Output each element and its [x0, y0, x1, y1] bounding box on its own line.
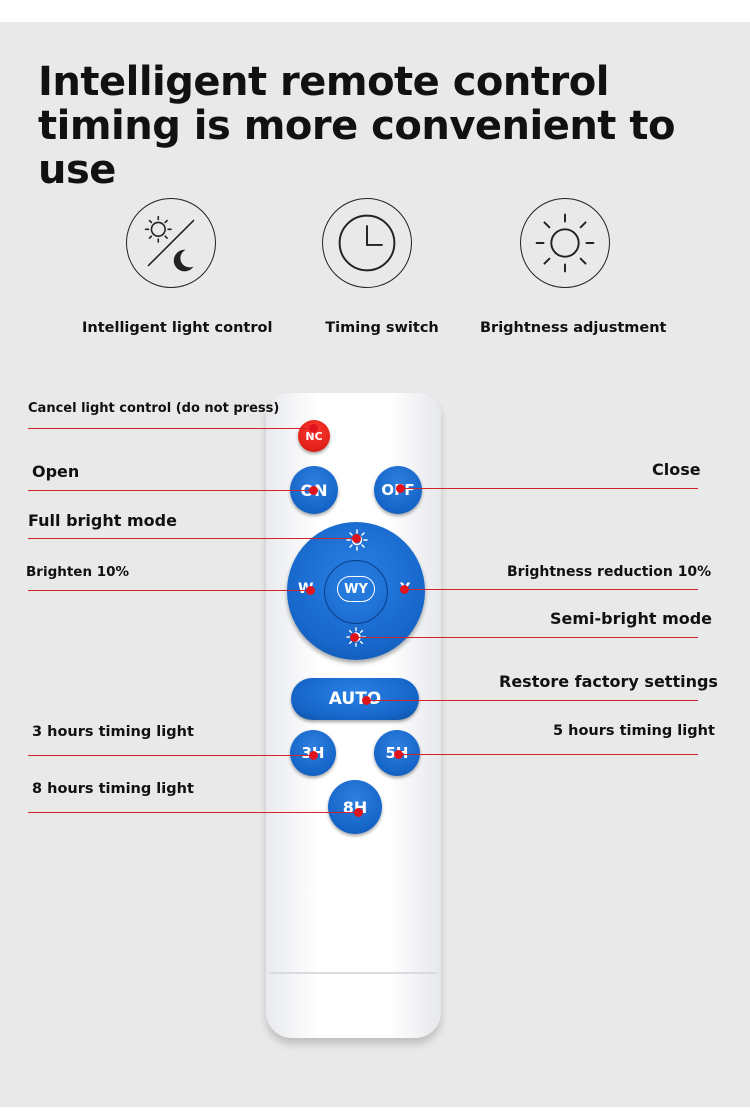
- feature-label-brightness: Brightness adjustment: [480, 320, 667, 336]
- sun-icon: [520, 198, 610, 288]
- callout-5-hours: 5 hours timing light: [553, 723, 715, 739]
- callout-dot-brighten: [305, 585, 315, 595]
- callout-8-hours: 8 hours timing light: [32, 781, 194, 797]
- callout-line-semi-bright: [354, 637, 698, 638]
- callout-line-3-hours: [28, 755, 313, 756]
- 8h-button[interactable]: 8H: [328, 780, 382, 834]
- callout-dot-on: [308, 485, 318, 495]
- callout-full-bright: Full bright mode: [28, 511, 177, 530]
- callout-3-hours: 3 hours timing light: [32, 724, 194, 740]
- callout-dot-semi-bright: [349, 632, 359, 642]
- nc-button-label: NC: [305, 429, 323, 443]
- callout-brightness-reduction: Brightness reduction 10%: [507, 564, 712, 580]
- callout-line-open: [28, 490, 313, 491]
- callout-dot-auto: [361, 695, 371, 705]
- callout-line-full-bright: [28, 538, 356, 539]
- feature-label-timing-switch: Timing switch: [325, 320, 439, 336]
- callout-close: Close: [652, 460, 701, 479]
- callout-line-5-hours: [398, 754, 698, 755]
- auto-button-label: AUTO: [328, 689, 382, 709]
- callout-semi-bright: Semi-bright mode: [550, 609, 713, 628]
- callout-dot-3h: [308, 750, 318, 760]
- wy-center-button[interactable]: [324, 560, 388, 624]
- callout-dot-5h: [393, 749, 403, 759]
- callout-cancel: Cancel light control (do not press): [28, 401, 280, 416]
- callout-brighten: Brighten 10%: [26, 564, 130, 580]
- callout-dot-off: [395, 483, 405, 493]
- sun-moon-icon: [126, 198, 216, 288]
- auto-button[interactable]: AUTO: [291, 678, 419, 720]
- wy-center-ring: WY: [337, 576, 375, 602]
- callout-restore: Restore factory settings: [499, 672, 718, 691]
- callout-dot-full-bright: [351, 533, 361, 543]
- callout-line-cancel: [28, 428, 313, 429]
- callout-line-close: [400, 488, 698, 489]
- callout-line-8-hours: [28, 812, 358, 813]
- callout-open: Open: [32, 462, 80, 481]
- callout-dot-8h: [353, 807, 363, 817]
- wy-center-label: WY: [344, 581, 368, 597]
- callout-line-brighten: [28, 590, 310, 591]
- callout-line-brightness-reduction: [404, 589, 698, 590]
- callout-line-restore: [366, 700, 698, 701]
- clock-icon: [322, 198, 412, 288]
- callout-dot-dim: [399, 584, 409, 594]
- page-headline: Intelligent remote control timing is mor…: [38, 59, 675, 193]
- remote-seam: [270, 972, 437, 974]
- feature-label-light-control: Intelligent light control: [82, 320, 273, 336]
- callout-dot-nc: [308, 423, 318, 433]
